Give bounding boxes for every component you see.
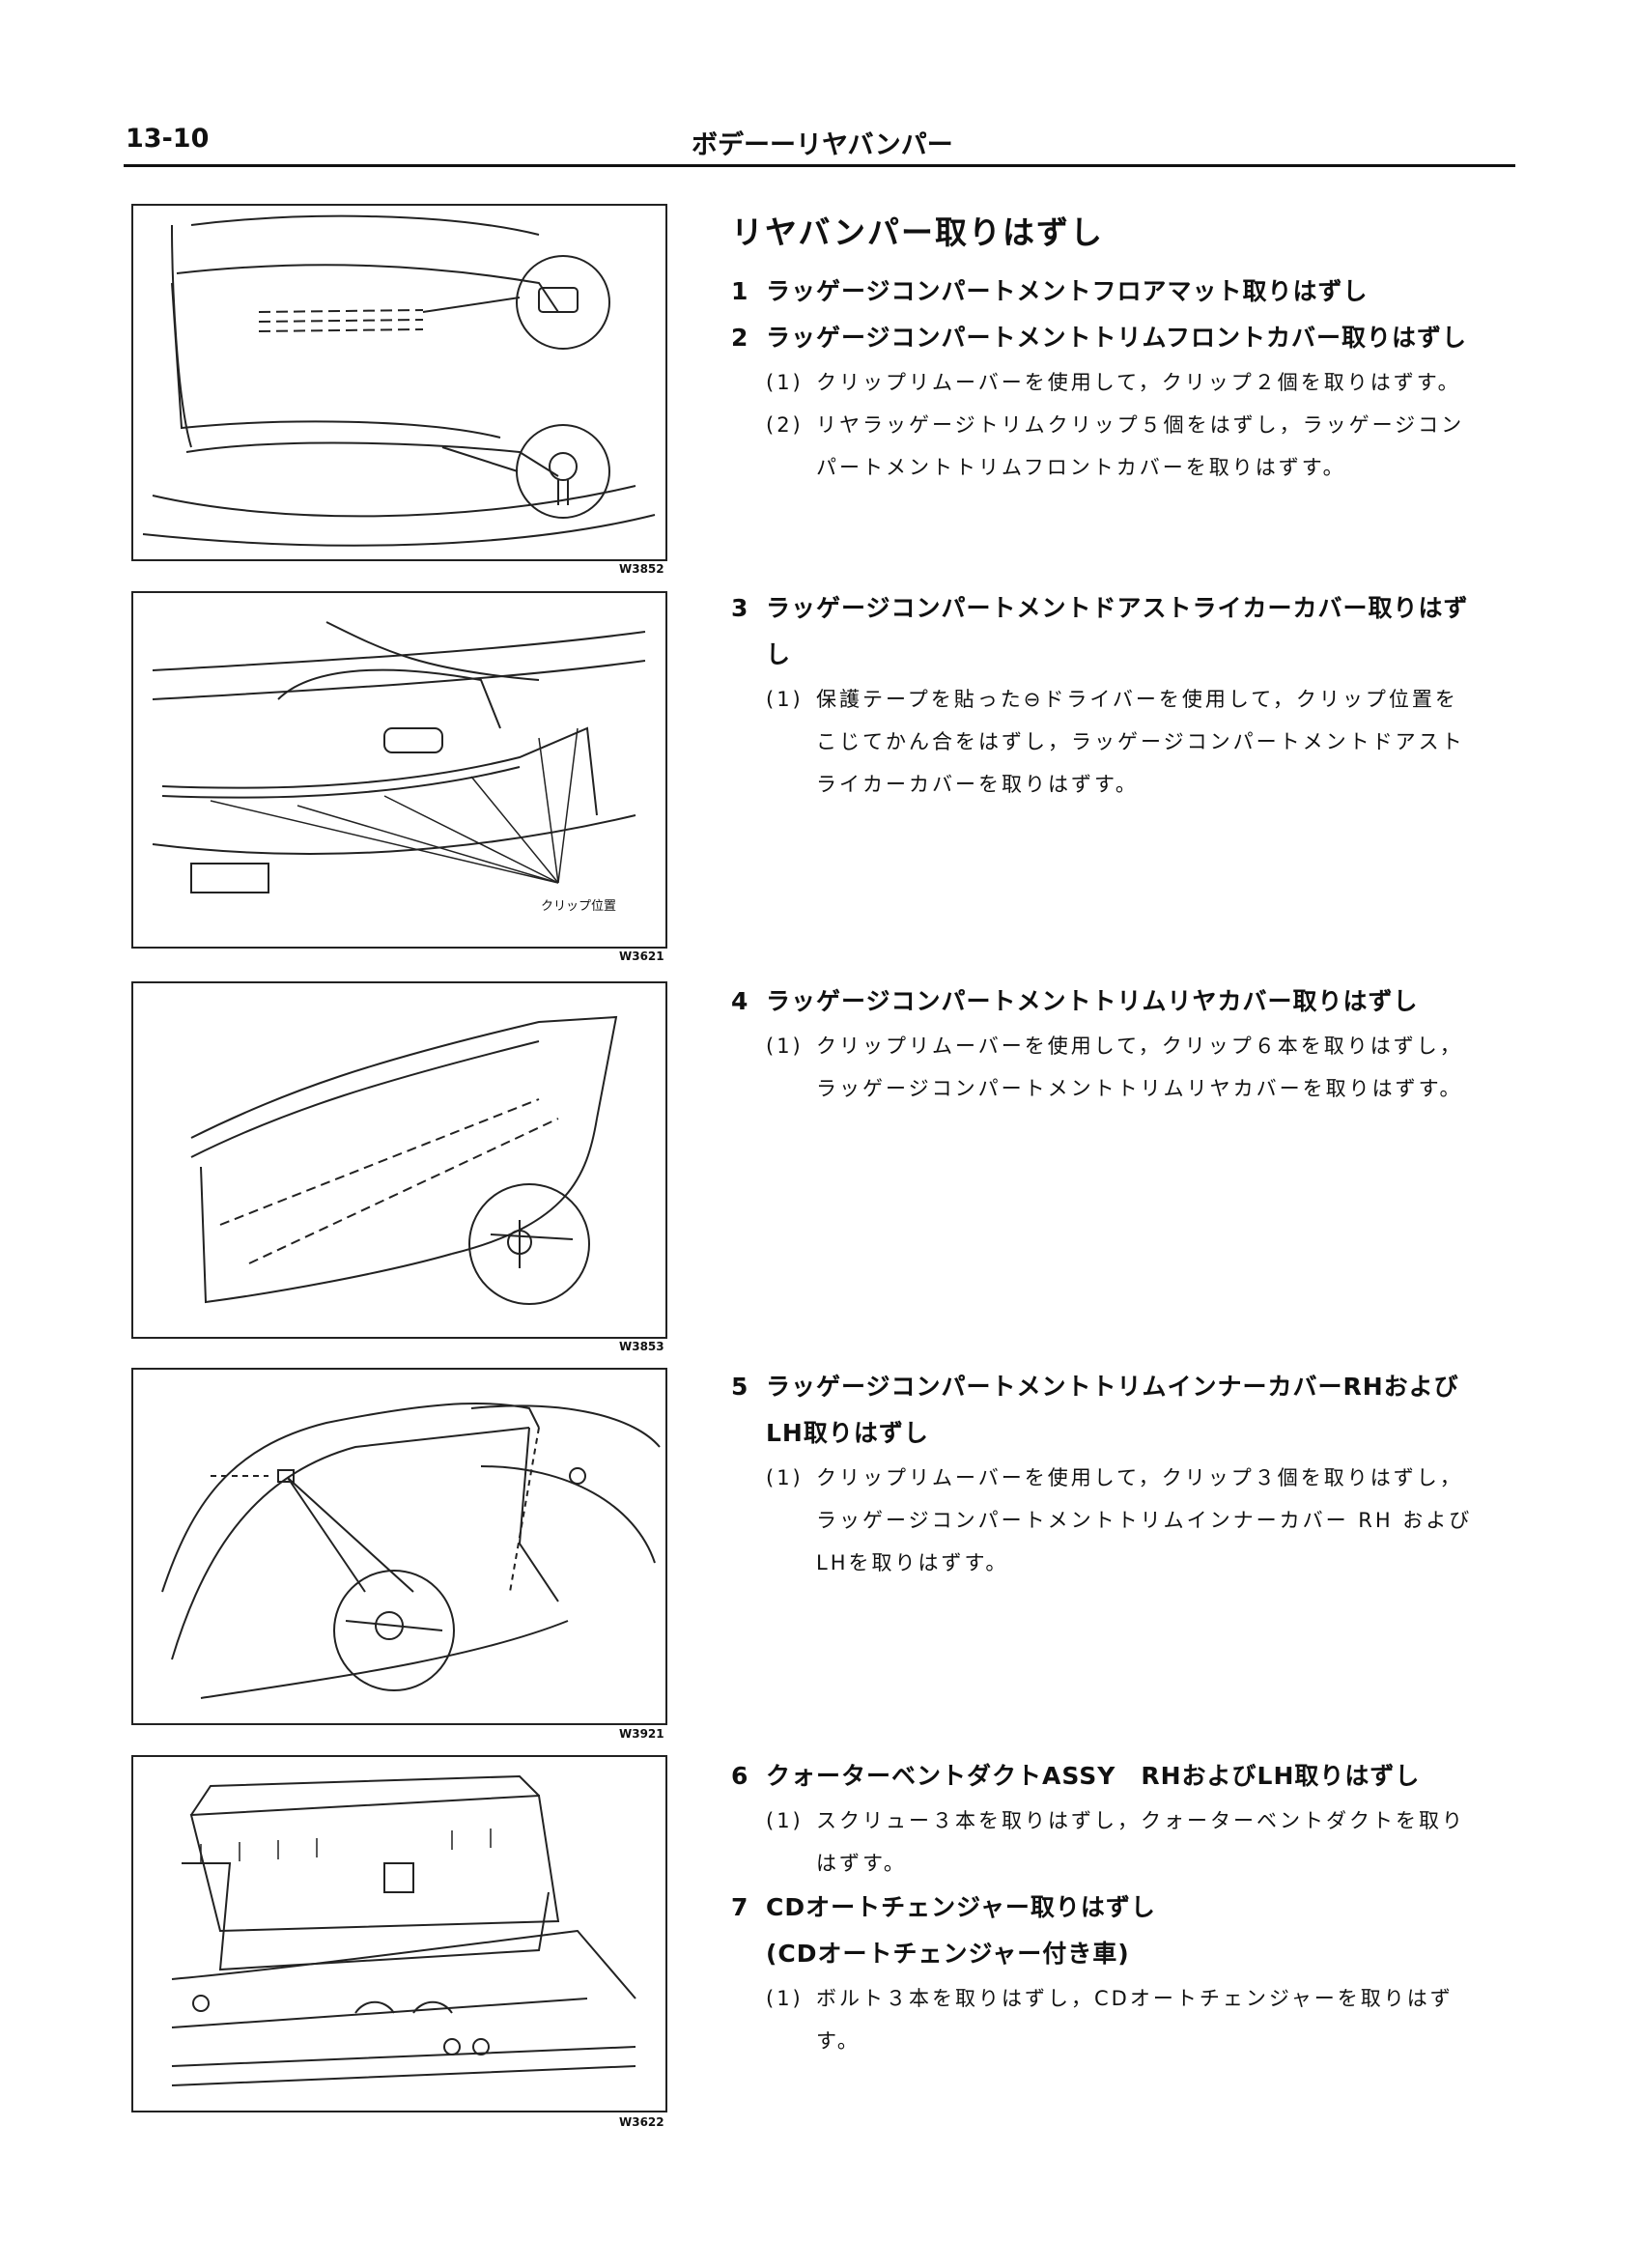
figure-striker-cover <box>131 591 667 949</box>
figure-code: W3622 <box>619 2115 664 2129</box>
page-number: 13-10 <box>126 124 210 154</box>
step-7-sub-1: (1)ボルト３本を取りはずし，CDオートチェンジャーを取りはず す。 <box>766 1987 1454 2053</box>
figure-trunk-front-cover <box>131 204 667 561</box>
figure-rear-cover <box>131 981 667 1339</box>
figure-code: W3921 <box>619 1727 664 1741</box>
step-4-sub-1: (1)クリップリムーバーを使用して，クリップ６本を取りはずし， ラッゲージコンパ… <box>766 1035 1463 1100</box>
figure-inner-cover <box>131 1368 667 1725</box>
figure-label: クリップ位置 <box>541 899 617 914</box>
chapter-title: ボデーーリヤバンパー <box>692 130 953 160</box>
figure-code: W3621 <box>619 950 664 963</box>
section-title: リヤバンパー取りはずし <box>731 213 1104 251</box>
figure-code: W3853 <box>619 1340 664 1353</box>
figure-code: W3852 <box>619 562 664 576</box>
step-3-sub-1: (1)保護テープを貼った⊖ドライバーを使用して，クリップ位置を こじてかん合をは… <box>766 688 1465 796</box>
step-6-sub-1: (1)スクリュー３本を取りはずし，クォーターベントダクトを取り はずす。 <box>766 1809 1465 1875</box>
step-2-sub-2: (2)リヤラッゲージトリムクリップ５個をはずし，ラッゲージコン パートメントトリ… <box>766 413 1465 479</box>
figure-vent-duct <box>131 1755 667 2112</box>
header-rule <box>124 164 1515 167</box>
step-5-sub-1: (1)クリップリムーバーを使用して，クリップ３個を取りはずし， ラッゲージコンパ… <box>766 1466 1473 1574</box>
step-2-sub-1: (1)クリップリムーバーを使用して，クリップ２個を取りはずす。 <box>766 371 1461 394</box>
